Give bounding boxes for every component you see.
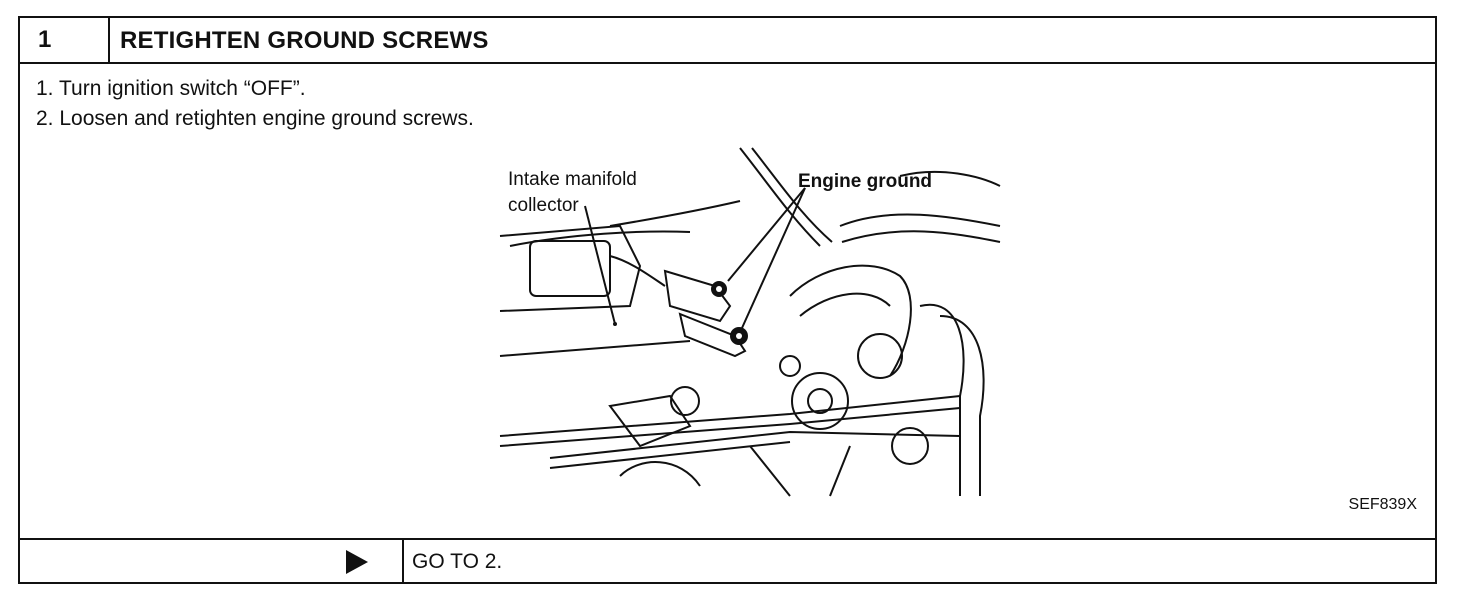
step-footer: GO TO 2. (20, 538, 1435, 584)
footer-arrow-cell (20, 540, 404, 584)
procedure-table: 1 RETIGHTEN GROUND SCREWS 1. Turn igniti… (18, 16, 1437, 584)
goto-link[interactable]: GO TO 2. (412, 550, 503, 573)
engine-illustration: Intake manifold collector Engine ground (490, 146, 1005, 508)
instruction-item: 2. Loosen and retighten engine ground sc… (36, 107, 474, 130)
figure-code: SEF839X (1348, 496, 1417, 513)
step-number: 1 (20, 18, 110, 62)
instruction-item: 1. Turn ignition switch “OFF”. (36, 77, 306, 100)
right-triangle-icon (346, 550, 368, 574)
intake-manifold-label: Intake manifold (508, 169, 637, 190)
engine-ground-label: Engine ground (798, 171, 933, 192)
step-title: RETIGHTEN GROUND SCREWS (120, 27, 489, 54)
engine-drawing (499, 147, 1001, 497)
step-header: 1 RETIGHTEN GROUND SCREWS (20, 18, 1435, 64)
instruction-list: 1. Turn ignition switch “OFF”. 2. Loosen… (36, 74, 474, 134)
collector-label: collector (508, 195, 579, 216)
